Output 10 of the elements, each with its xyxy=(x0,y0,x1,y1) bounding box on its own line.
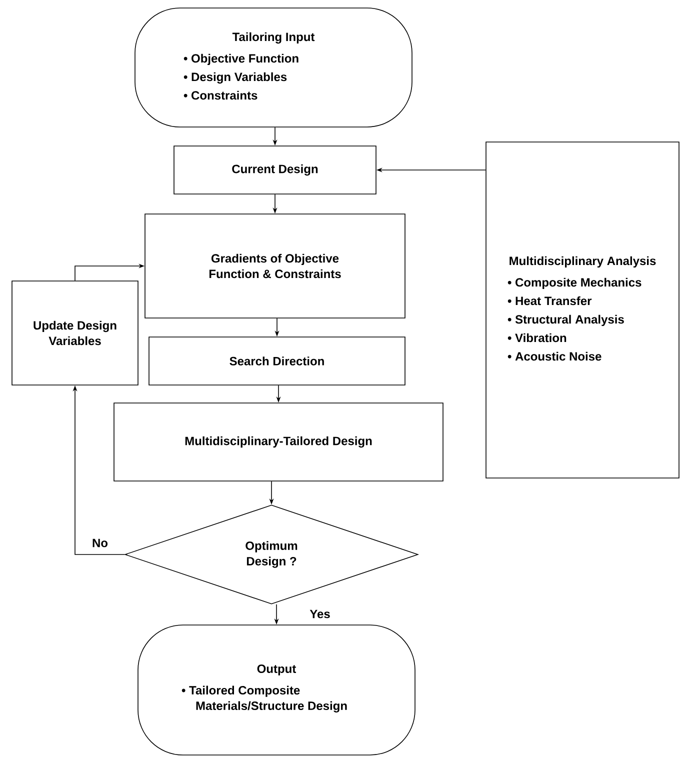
edge-label: Yes xyxy=(308,608,332,620)
analysis-box: Multidisciplinary Analysis • Composite Mechanics • Heat Transfer • Structural Analysis • Vibration • Acoustic Noise xyxy=(486,142,680,478)
process-box: Multidisciplinary-Tailored Design xyxy=(114,402,444,482)
edge-label: No xyxy=(91,538,109,548)
output-terminator: Output • Tailored Composite Materials/Structure Design xyxy=(138,624,416,756)
input-terminator: Tailoring Input • Objective Function • Design Variables • Constraints xyxy=(134,8,412,128)
process-box: Search Direction xyxy=(148,336,406,386)
process-box: Gradients of Objective Function & Constraints xyxy=(144,214,406,318)
process-box: Update Design Variables xyxy=(12,280,138,386)
process-box: Current Design xyxy=(174,146,376,194)
